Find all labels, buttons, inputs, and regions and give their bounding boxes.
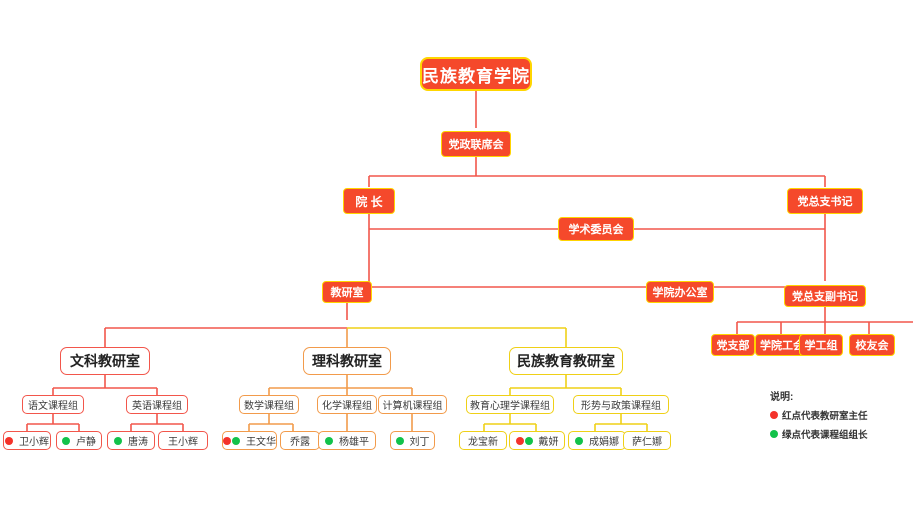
member-name: 刘丁: [409, 437, 430, 448]
node-member[interactable]: 王文华: [222, 431, 277, 450]
member-name: 卢静: [76, 437, 96, 448]
member-role-dots: [5, 436, 13, 445]
node-member[interactable]: 乔露: [280, 431, 320, 450]
node-course-group[interactable]: 英语课程组: [126, 395, 188, 414]
member-name: 杨雄平: [339, 437, 369, 448]
director-dot-icon: [5, 436, 13, 445]
member-name: 唐涛: [128, 437, 148, 448]
group-leader-dot-icon: [325, 436, 333, 445]
node-member[interactable]: 龙宝新: [459, 431, 507, 450]
member-name: 成娟娜: [589, 437, 619, 448]
node-member[interactable]: 卢静: [56, 431, 102, 450]
node-deputy-party-secretary[interactable]: 党总支副书记: [784, 285, 866, 307]
director-dot-icon: [770, 411, 778, 419]
legend-rows: 红点代表教研室主任绿点代表课程组组长: [770, 408, 868, 441]
legend-item: 红点代表教研室主任: [770, 408, 868, 422]
node-member[interactable]: 萨仁娜: [623, 431, 671, 450]
member-name: 卫小辉: [19, 437, 49, 448]
group-leader-dot-icon: [524, 436, 533, 445]
legend: 说明: 红点代表教研室主任绿点代表课程组组长: [770, 388, 868, 446]
node-member[interactable]: 戴妍: [509, 431, 565, 450]
group-leader-dot-icon: [114, 436, 122, 445]
node-party-secretary[interactable]: 党总支书记: [787, 188, 863, 214]
member-name: 王小辉: [168, 437, 198, 448]
node-member[interactable]: 杨雄平: [318, 431, 376, 450]
node-academic-committee[interactable]: 学术委员会: [558, 217, 634, 241]
node-member[interactable]: 成娟娜: [568, 431, 626, 450]
node-joint-meeting[interactable]: 党政联席会: [441, 131, 511, 157]
group-leader-dot-icon: [232, 436, 240, 445]
legend-item: 绿点代表课程组组长: [770, 427, 868, 441]
legend-item-label: 红点代表教研室主任: [782, 411, 868, 422]
node-root[interactable]: 民族教育学院: [420, 57, 532, 91]
node-member[interactable]: 卫小辉: [3, 431, 51, 450]
director-dot-icon: [223, 436, 231, 445]
member-role-dots: [114, 436, 122, 445]
director-dot-icon: [515, 436, 524, 445]
node-member[interactable]: 王小辉: [158, 431, 208, 450]
node-course-group[interactable]: 形势与政策课程组: [573, 395, 669, 414]
member-role-dots: [395, 436, 404, 445]
member-role-dots: [223, 436, 240, 445]
node-department[interactable]: 理科教研室: [303, 347, 391, 375]
legend-item-label: 绿点代表课程组组长: [782, 430, 868, 441]
group-leader-dot-icon: [770, 430, 778, 438]
node-course-group[interactable]: 教育心理学课程组: [466, 395, 554, 414]
member-role-dots: [515, 436, 533, 445]
node-member[interactable]: 刘丁: [390, 431, 435, 450]
group-leader-dot-icon: [575, 436, 583, 445]
member-role-dots: [62, 436, 70, 445]
group-leader-dot-icon: [395, 436, 404, 445]
node-party-unit[interactable]: 学工组: [799, 334, 843, 356]
node-course-group[interactable]: 语文课程组: [22, 395, 84, 414]
node-course-group[interactable]: 计算机课程组: [378, 395, 447, 414]
member-role-dots: [325, 436, 333, 445]
node-teaching-office[interactable]: 教研室: [322, 281, 372, 303]
member-name: 戴妍: [538, 437, 559, 448]
node-course-group[interactable]: 化学课程组: [317, 395, 377, 414]
node-dean[interactable]: 院 长: [343, 188, 395, 214]
node-party-unit[interactable]: 校友会: [849, 334, 895, 356]
node-college-office[interactable]: 学院办公室: [646, 281, 714, 303]
node-party-unit[interactable]: 党支部: [711, 334, 755, 356]
member-name: 乔露: [290, 437, 310, 448]
node-department[interactable]: 文科教研室: [60, 347, 150, 375]
node-course-group[interactable]: 数学课程组: [239, 395, 299, 414]
legend-title: 说明:: [770, 392, 794, 403]
member-name: 王文华: [246, 437, 276, 448]
group-leader-dot-icon: [62, 436, 70, 445]
member-role-dots: [575, 436, 583, 445]
member-name: 龙宝新: [468, 437, 498, 448]
node-department[interactable]: 民族教育教研室: [509, 347, 623, 375]
node-party-unit[interactable]: 学院工会: [755, 334, 809, 356]
member-name: 萨仁娜: [632, 437, 662, 448]
node-member[interactable]: 唐涛: [107, 431, 155, 450]
